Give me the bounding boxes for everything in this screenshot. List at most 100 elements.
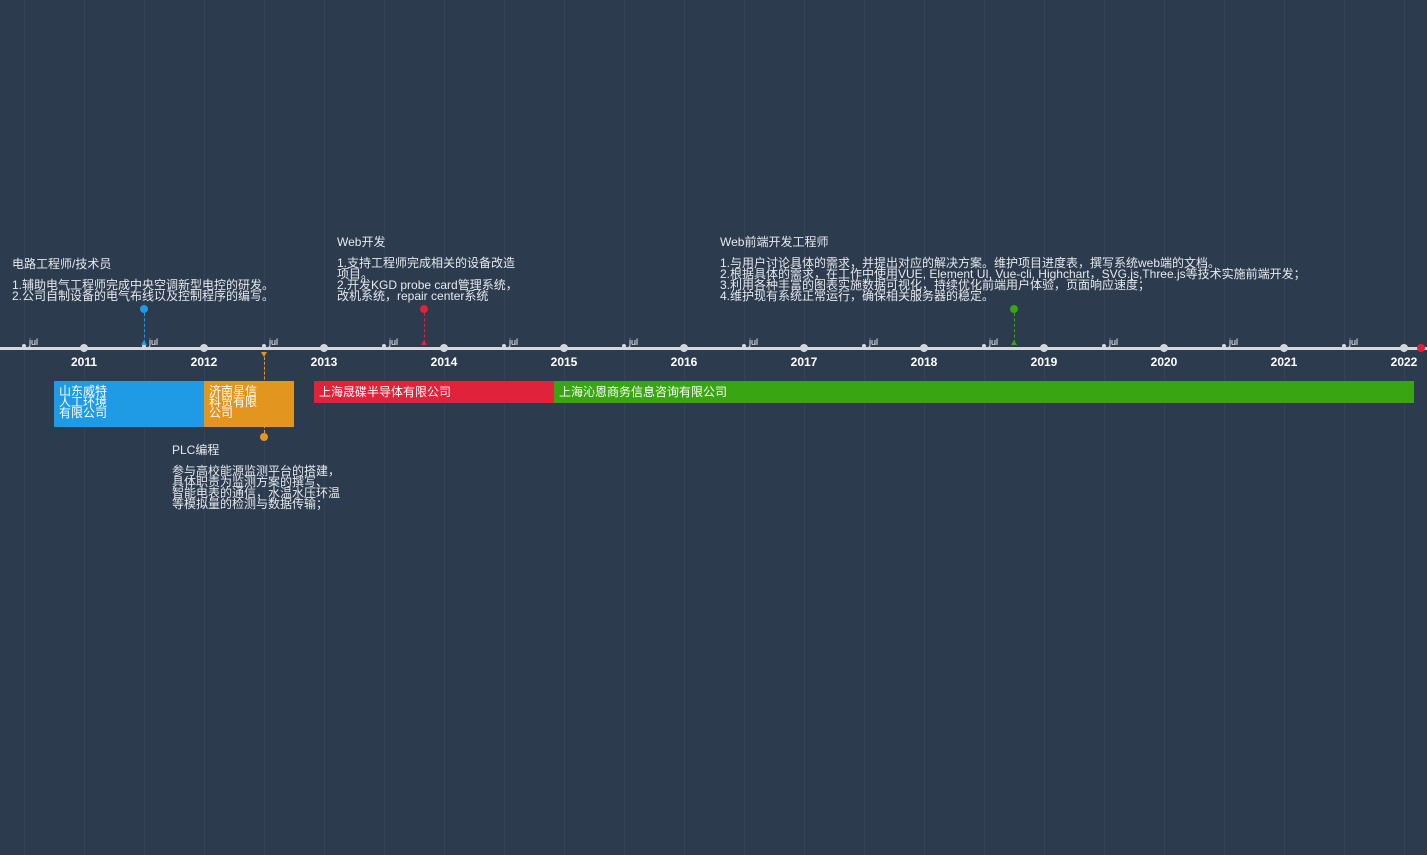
year-label: 2013 bbox=[310, 355, 338, 369]
company-bar[interactable]: 上海沁恩商务信息咨询有限公司 bbox=[554, 381, 1414, 403]
year-tick bbox=[920, 344, 928, 352]
company-name-line: 山东威特 bbox=[59, 384, 108, 398]
event-pointer bbox=[1011, 340, 1017, 345]
event-detail-line: 4.维护现有系统正常运行，确保相关服务器的稳定。 bbox=[720, 289, 995, 303]
year-tick bbox=[80, 344, 88, 352]
year-label: 2016 bbox=[670, 355, 698, 369]
event-detail-line: 参与高校能源监测平台的搭建， bbox=[172, 464, 341, 478]
event-title: 电路工程师/技术员 bbox=[12, 257, 112, 271]
event-pointer bbox=[421, 340, 427, 345]
timeline-end-marker bbox=[1417, 344, 1425, 352]
month-tick bbox=[742, 344, 746, 348]
month-label: jul bbox=[1109, 337, 1119, 347]
month-label: jul bbox=[629, 337, 639, 347]
event-detail-line: 2.开发KGD probe card管理系统， bbox=[337, 278, 518, 292]
year-tick bbox=[200, 344, 208, 352]
event-detail-line: 具体职责为监测方案的撰写、 bbox=[172, 475, 329, 489]
event-pin[interactable] bbox=[260, 433, 268, 441]
event-pin[interactable] bbox=[140, 305, 148, 313]
company-name-line: 济南星信 bbox=[209, 384, 258, 398]
event-detail-line: 2.根据具体的需求，在工作中使用VUE, Element UI, Vue-cli… bbox=[720, 267, 1306, 281]
year-tick bbox=[320, 344, 328, 352]
grid-line bbox=[384, 0, 385, 855]
event-detail-line: 3.利用各种丰富的图表实施数据可视化，持续优化前端用户体验，页面响应速度； bbox=[720, 278, 1151, 292]
grid-line bbox=[24, 0, 25, 855]
year-label: 2011 bbox=[70, 355, 98, 369]
month-tick bbox=[982, 344, 986, 348]
year-tick bbox=[440, 344, 448, 352]
grid-line bbox=[744, 0, 745, 855]
year-tick bbox=[1040, 344, 1048, 352]
year-label: 2020 bbox=[1150, 355, 1178, 369]
grid-line bbox=[684, 0, 685, 855]
month-tick bbox=[1222, 344, 1226, 348]
month-tick bbox=[1102, 344, 1106, 348]
year-tick bbox=[1400, 344, 1408, 352]
month-label: jul bbox=[389, 337, 399, 347]
month-label: jul bbox=[1349, 337, 1359, 347]
month-tick bbox=[22, 344, 26, 348]
grid-line bbox=[864, 0, 865, 855]
event-pin[interactable] bbox=[1010, 305, 1018, 313]
year-tick bbox=[560, 344, 568, 352]
event-connector bbox=[144, 313, 145, 343]
event-title: PLC编程 bbox=[172, 443, 220, 457]
company-bar[interactable]: 济南星信科贸有限公司 bbox=[204, 381, 294, 427]
month-tick bbox=[622, 344, 626, 348]
month-tick bbox=[862, 344, 866, 348]
year-tick bbox=[680, 344, 688, 352]
event-detail-line: 1.辅助电气工程师完成中央空调新型电控的研发。 bbox=[12, 278, 275, 292]
year-tick bbox=[1280, 344, 1288, 352]
month-label: jul bbox=[1229, 337, 1239, 347]
time-axis bbox=[0, 347, 1427, 350]
grid-line bbox=[1224, 0, 1225, 855]
grid-line bbox=[624, 0, 625, 855]
month-tick bbox=[142, 344, 146, 348]
year-label: 2014 bbox=[430, 355, 458, 369]
event-detail-line: 改机系统，repair center系统 bbox=[337, 289, 489, 303]
month-label: jul bbox=[869, 337, 879, 347]
event-detail-line: 智能电表的通信，水温水压环温 bbox=[172, 486, 341, 500]
grid-line bbox=[804, 0, 805, 855]
year-tick bbox=[1160, 344, 1168, 352]
grid-line bbox=[444, 0, 445, 855]
year-label: 2018 bbox=[910, 355, 938, 369]
company-name-line: 人工环境 bbox=[59, 395, 108, 409]
grid-line bbox=[324, 0, 325, 855]
month-tick bbox=[1342, 344, 1346, 348]
month-label: jul bbox=[29, 337, 39, 347]
month-label: jul bbox=[269, 337, 279, 347]
grid-line bbox=[504, 0, 505, 855]
month-label: jul bbox=[749, 337, 759, 347]
year-label: 2021 bbox=[1270, 355, 1298, 369]
company-bar[interactable]: 上海晟碟半导体有限公司 bbox=[314, 381, 554, 403]
grid-line bbox=[144, 0, 145, 855]
grid-line bbox=[984, 0, 985, 855]
month-tick bbox=[262, 344, 266, 348]
grid-line bbox=[1284, 0, 1285, 855]
grid-line bbox=[204, 0, 205, 855]
year-label: 2022 bbox=[1390, 355, 1418, 369]
company-name-line: 上海沁恩商务信息咨询有限公司 bbox=[559, 385, 728, 399]
company-name-line: 公司 bbox=[209, 406, 234, 420]
event-pointer bbox=[261, 352, 267, 357]
event-pin[interactable] bbox=[420, 305, 428, 313]
grid-line bbox=[1104, 0, 1105, 855]
year-label: 2019 bbox=[1030, 355, 1058, 369]
event-title: Web开发 bbox=[337, 235, 386, 249]
company-bar[interactable]: 山东威特人工环境有限公司 bbox=[54, 381, 204, 427]
grid-line bbox=[564, 0, 565, 855]
grid-line bbox=[924, 0, 925, 855]
event-pointer bbox=[141, 340, 147, 345]
grid-line bbox=[1164, 0, 1165, 855]
grid-line bbox=[1344, 0, 1345, 855]
year-label: 2012 bbox=[190, 355, 218, 369]
month-label: jul bbox=[149, 337, 159, 347]
company-name-line: 上海晟碟半导体有限公司 bbox=[319, 385, 452, 399]
grid-line bbox=[84, 0, 85, 855]
event-description: PLC编程参与高校能源监测平台的搭建，具体职责为监测方案的撰写、智能电表的通信，… bbox=[172, 443, 340, 510]
year-tick bbox=[800, 344, 808, 352]
company-name-line: 有限公司 bbox=[59, 406, 108, 420]
